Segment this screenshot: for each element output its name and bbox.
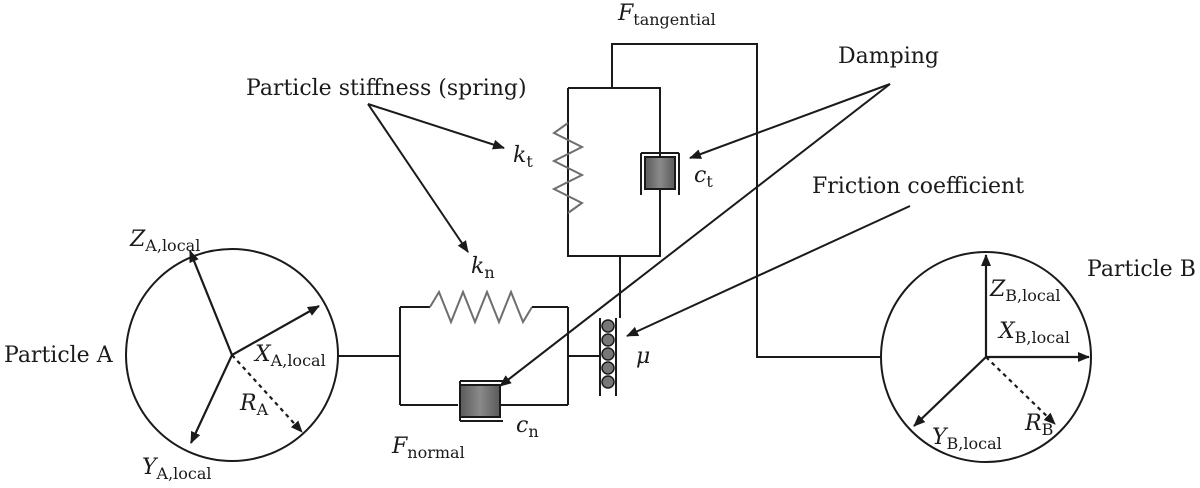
particle-a-x-label: XA,local — [253, 342, 326, 370]
friction-slider-mu — [599, 318, 617, 396]
particle-a-label: Particle A — [4, 343, 114, 368]
kn-label: kn — [471, 254, 495, 282]
particle-b-z-label: ZB,local — [989, 277, 1061, 305]
particle-a-radius-label: RA — [239, 391, 269, 419]
friction-arrow-mu — [626, 205, 911, 337]
ct-label: ct — [694, 163, 713, 191]
particle-a-z-label: ZA,local — [129, 227, 200, 255]
f-tangential-label: Ftangential — [617, 1, 716, 29]
kt-label: kt — [513, 143, 533, 171]
damping-arrow-ct — [689, 83, 891, 159]
damping-callout-label: Damping — [838, 44, 939, 69]
particle-b-y-axis — [913, 356, 987, 427]
normal-damper-cn — [459, 380, 503, 422]
tangential-spring-kt — [551, 122, 585, 214]
normal-spring-kn — [429, 289, 533, 325]
particle-b-radius-line — [985, 356, 1056, 425]
stiffness-arrow-kt — [367, 103, 505, 150]
cn-label: cn — [516, 413, 539, 441]
normal-branch — [338, 289, 600, 422]
particle-a-y-axis — [190, 354, 233, 444]
wire-tangential-to-b — [611, 43, 881, 358]
particle-a-x-axis — [231, 305, 320, 356]
particle-b-x-label: XB,local — [997, 319, 1070, 347]
mu-label: μ — [636, 344, 650, 369]
particle-a-z-axis — [188, 250, 234, 356]
friction-callout-label: Friction coefficient — [812, 174, 1024, 199]
particle-b-y-label: YB,local — [932, 425, 1002, 453]
particle-a-radius-line — [231, 354, 303, 433]
tangential-frame — [567, 87, 661, 257]
particle-b — [880, 251, 1092, 463]
stiffness-callout-label: Particle stiffness (spring) — [246, 76, 527, 101]
particle-b-label: Particle B — [1087, 257, 1196, 282]
stiffness-arrow-kn — [367, 103, 469, 253]
particle-b-radius-label: RB — [1024, 411, 1053, 439]
damping-arrow-cn — [499, 83, 891, 387]
f-normal-label: Fnormal — [391, 434, 465, 462]
tangential-damper-ct — [640, 152, 680, 195]
tangential-branch — [551, 43, 881, 358]
particle-a-y-label: YA,local — [142, 455, 212, 483]
